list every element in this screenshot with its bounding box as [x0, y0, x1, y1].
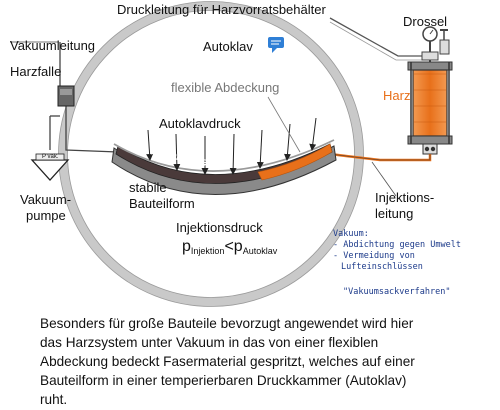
- flexible-cover: [113, 139, 335, 172]
- resin-front: [257, 143, 333, 181]
- note-line-3: Lufteinschlüssen: [341, 262, 423, 272]
- autoclave-pressure-arrows: [146, 117, 317, 175]
- caption-line-2: das Harzsystem unter Vakuum in das von e…: [40, 335, 379, 350]
- pressure-line-label: Druckleitung für Harzvorratsbehälter: [117, 2, 326, 17]
- injection-line-pointer: [371, 161, 397, 197]
- caption-line-4: Bauteilform in einer temperierbaren Druc…: [40, 373, 407, 388]
- vacuum-pump-label-1: Vakuum-: [20, 192, 72, 207]
- throttle-valve-icon: [421, 26, 450, 62]
- injection-line-label-2: leitung: [375, 206, 414, 221]
- formula-p1: p: [182, 238, 191, 255]
- resin-trap: [57, 85, 75, 107]
- resin-reservoir: [407, 61, 453, 145]
- vacuum-pump-icon: [30, 115, 70, 181]
- autoclave-chamber-inner-outline: [67, 10, 355, 298]
- note-title: Vakuum:: [333, 229, 369, 239]
- flexible-cover-pointer: [267, 96, 301, 153]
- caption-line-1: Besonders für große Bauteile bevorzugt a…: [40, 316, 414, 331]
- resin-trap-label: Harzfalle: [10, 64, 62, 79]
- note-line-1: - Abdichtung gegen Umwelt: [333, 240, 461, 250]
- throttle-label: Drossel: [403, 14, 448, 29]
- formula-sub-injektion: Injektion: [190, 246, 225, 256]
- resin-label: Harz: [383, 88, 411, 103]
- vacuum-pump-gauge-label: P vak.: [42, 154, 59, 160]
- autoclave-pressure-label: Autoklavdruck: [159, 116, 241, 131]
- caption: Besonders für große Bauteile bevorzugt a…: [40, 314, 490, 409]
- formula-lt: <: [224, 238, 234, 255]
- injection-pressure-label: Injektionsdruck: [176, 220, 263, 235]
- pressure-formula: pInjektion<pAutoklav: [182, 238, 277, 260]
- autoclave-diagram: [10, 1, 453, 307]
- injection-line-label-1: Injektions-: [375, 190, 435, 205]
- injection-line: [329, 152, 432, 162]
- caption-line-5: ruht.: [40, 392, 68, 407]
- formula-sub-autoklav: Autoklav: [242, 246, 278, 256]
- vacuum-pump-label-2: pumpe: [26, 208, 66, 223]
- speech-bubble-icon: [268, 37, 284, 53]
- caption-line-3: Abdeckung bedeckt Fasermaterial gespritz…: [40, 354, 415, 369]
- flexible-cover-label: flexible Abdeckung: [171, 80, 280, 95]
- injection-valve-icon: [422, 143, 438, 155]
- note-line-2: - Vermeidung von: [333, 251, 415, 261]
- formula-p2: p: [233, 238, 243, 255]
- autoclave-label: Autoklav: [203, 39, 253, 54]
- pressure-line: [329, 17, 430, 57]
- note-quote: "Vakuumsackverfahren": [343, 287, 451, 297]
- vacuum-line-label: Vakuumleitung: [10, 38, 96, 53]
- tool-form-label-1: stabile: [129, 180, 167, 195]
- tool-form-label-2: Bauteilform: [129, 196, 195, 211]
